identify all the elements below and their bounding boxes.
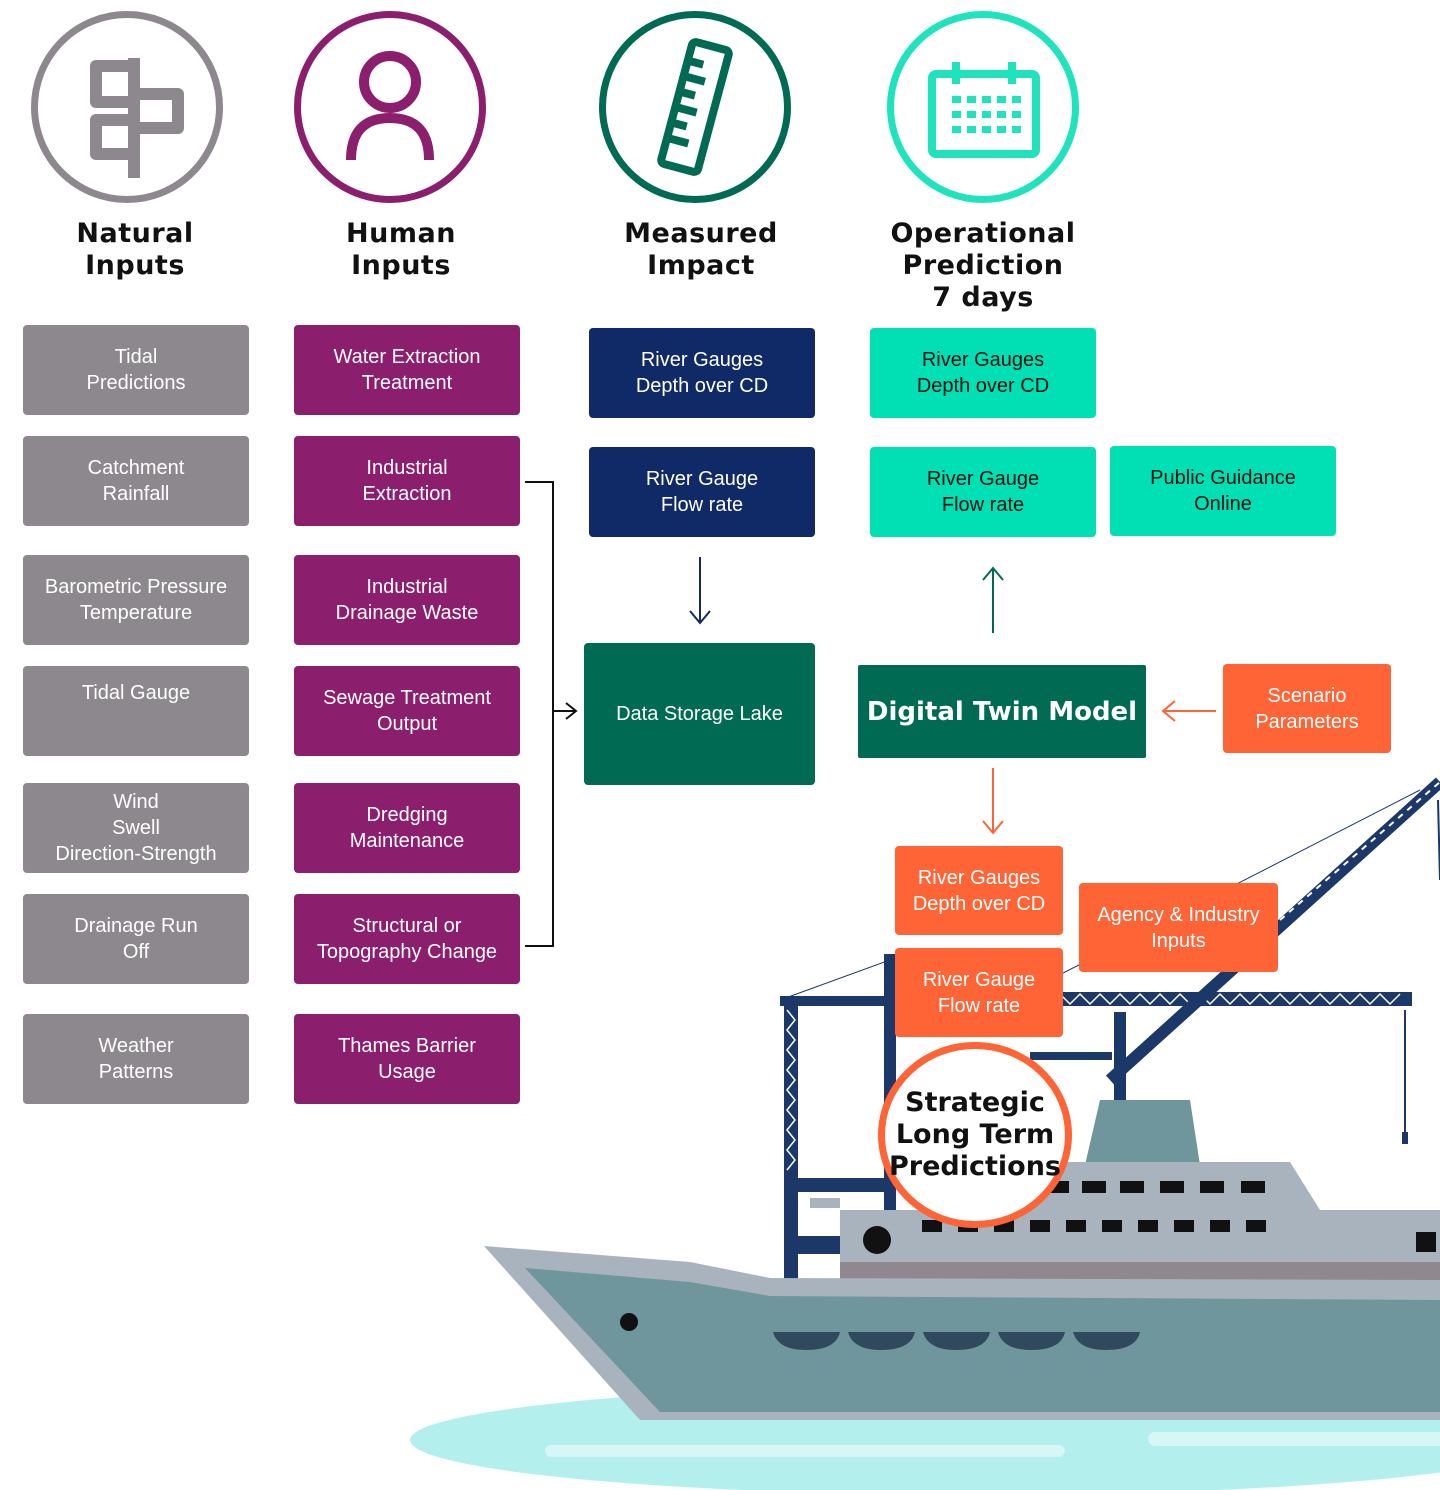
operational-gauge-box: River Gauge Flow rate bbox=[870, 447, 1096, 537]
operational-gauge-label: River Gauge Flow rate bbox=[926, 468, 1040, 516]
measured-gauge-box: River Gauge Flow rate bbox=[589, 447, 815, 537]
natural-input-box: Tidal Gauge bbox=[23, 666, 249, 756]
human-input-label: Industrial Drainage Waste bbox=[335, 576, 479, 624]
natural-input-label: Catchment Rainfall bbox=[87, 457, 185, 505]
public-guidance-label: Public Guidance Online bbox=[1150, 467, 1296, 515]
heading-operational-prediction: Operational Prediction 7 days bbox=[890, 218, 1076, 313]
measured-gauge-box: River Gauges Depth over CD bbox=[589, 328, 815, 418]
bracket-line bbox=[525, 481, 554, 947]
strategic-gauge-label: River Gauges Depth over CD bbox=[912, 866, 1046, 915]
data-storage-lake-box: Data Storage Lake bbox=[584, 643, 815, 785]
digital-twin-model-title: Digital Twin Model bbox=[866, 696, 1138, 727]
natural-input-box: Barometric Pressure Temperature bbox=[23, 555, 249, 645]
agency-industry-inputs-label: Agency & Industry Inputs bbox=[1097, 903, 1260, 952]
measured-gauge-label: River Gauge Flow rate bbox=[645, 468, 759, 516]
natural-input-box: Catchment Rainfall bbox=[23, 436, 249, 526]
human-input-box: Thames Barrier Usage bbox=[294, 1014, 520, 1104]
heading-human-inputs: Human Inputs bbox=[346, 218, 456, 281]
strategic-gauge-box: River Gauge Flow rate bbox=[895, 948, 1063, 1037]
human-input-box: Dredging Maintenance bbox=[294, 783, 520, 873]
arrow-head-icon bbox=[565, 702, 578, 720]
arrow-head-icon bbox=[982, 820, 1004, 835]
heading-natural-inputs: Natural Inputs bbox=[76, 218, 194, 281]
human-input-box: Industrial Extraction bbox=[294, 436, 520, 526]
scenario-parameters-box: Scenario Parameters bbox=[1223, 664, 1391, 753]
measured-icon-circle bbox=[599, 11, 791, 203]
data-storage-lake-label: Data Storage Lake bbox=[616, 703, 783, 725]
strategic-predictions-badge: Strategic Long Term Predictions bbox=[878, 1042, 1072, 1228]
natural-icon-circle bbox=[31, 11, 223, 203]
natural-input-label: Barometric Pressure Temperature bbox=[44, 576, 228, 624]
arrow-head-icon bbox=[1161, 700, 1176, 722]
natural-input-box: Weather Patterns bbox=[23, 1014, 249, 1104]
heading-measured-impact: Measured Impact bbox=[624, 218, 778, 281]
strategic-gauge-label: River Gauge Flow rate bbox=[922, 968, 1036, 1017]
human-input-label: Dredging Maintenance bbox=[349, 804, 465, 852]
natural-input-label: Weather Patterns bbox=[98, 1035, 174, 1083]
measured-gauge-label: River Gauges Depth over CD bbox=[635, 349, 769, 397]
human-input-label: Structural or Topography Change bbox=[316, 915, 498, 963]
human-input-box: Structural or Topography Change bbox=[294, 894, 520, 984]
digital-twin-model-box: Digital Twin Model bbox=[858, 665, 1146, 758]
human-input-box: Water Extraction Treatment bbox=[294, 325, 520, 415]
arrow-head-icon bbox=[689, 610, 711, 625]
natural-input-label: Drainage Run Off bbox=[74, 915, 198, 963]
human-input-label: Sewage Treatment Output bbox=[323, 687, 491, 735]
natural-input-label: Tidal Gauge bbox=[81, 682, 191, 704]
operational-gauge-label: River Gauges Depth over CD bbox=[916, 349, 1050, 397]
operational-icon-circle bbox=[887, 11, 1079, 203]
natural-input-box: Wind Swell Direction-Strength bbox=[23, 783, 249, 873]
human-input-label: Industrial Extraction bbox=[362, 457, 452, 505]
water-highlight bbox=[1148, 1432, 1440, 1446]
human-input-label: Water Extraction Treatment bbox=[333, 346, 481, 394]
ship bbox=[484, 1100, 1440, 1420]
plant-icon bbox=[90, 58, 184, 178]
human-icon-circle bbox=[294, 11, 486, 203]
operational-gauge-box: River Gauges Depth over CD bbox=[870, 328, 1096, 418]
human-input-box: Sewage Treatment Output bbox=[294, 666, 520, 756]
scenario-parameters-label: Scenario Parameters bbox=[1255, 684, 1359, 733]
natural-input-label: Wind Swell Direction-Strength bbox=[55, 791, 217, 865]
water-highlight bbox=[545, 1445, 1065, 1457]
human-input-label: Thames Barrier Usage bbox=[338, 1035, 476, 1083]
ruler-icon bbox=[657, 38, 733, 176]
strategic-gauge-box: River Gauges Depth over CD bbox=[895, 846, 1063, 935]
human-input-box: Industrial Drainage Waste bbox=[294, 555, 520, 645]
natural-input-box: Drainage Run Off bbox=[23, 894, 249, 984]
natural-input-label: Tidal Predictions bbox=[86, 346, 186, 394]
person-icon bbox=[346, 51, 434, 161]
public-guidance-box: Public Guidance Online bbox=[1110, 446, 1336, 536]
agency-industry-inputs-box: Agency & Industry Inputs bbox=[1079, 883, 1278, 972]
arrow-head-icon bbox=[982, 566, 1004, 581]
calendar-icon bbox=[928, 62, 1040, 158]
strategic-predictions-label: Strategic Long Term Predictions bbox=[888, 1087, 1061, 1182]
natural-input-box: Tidal Predictions bbox=[23, 325, 249, 415]
